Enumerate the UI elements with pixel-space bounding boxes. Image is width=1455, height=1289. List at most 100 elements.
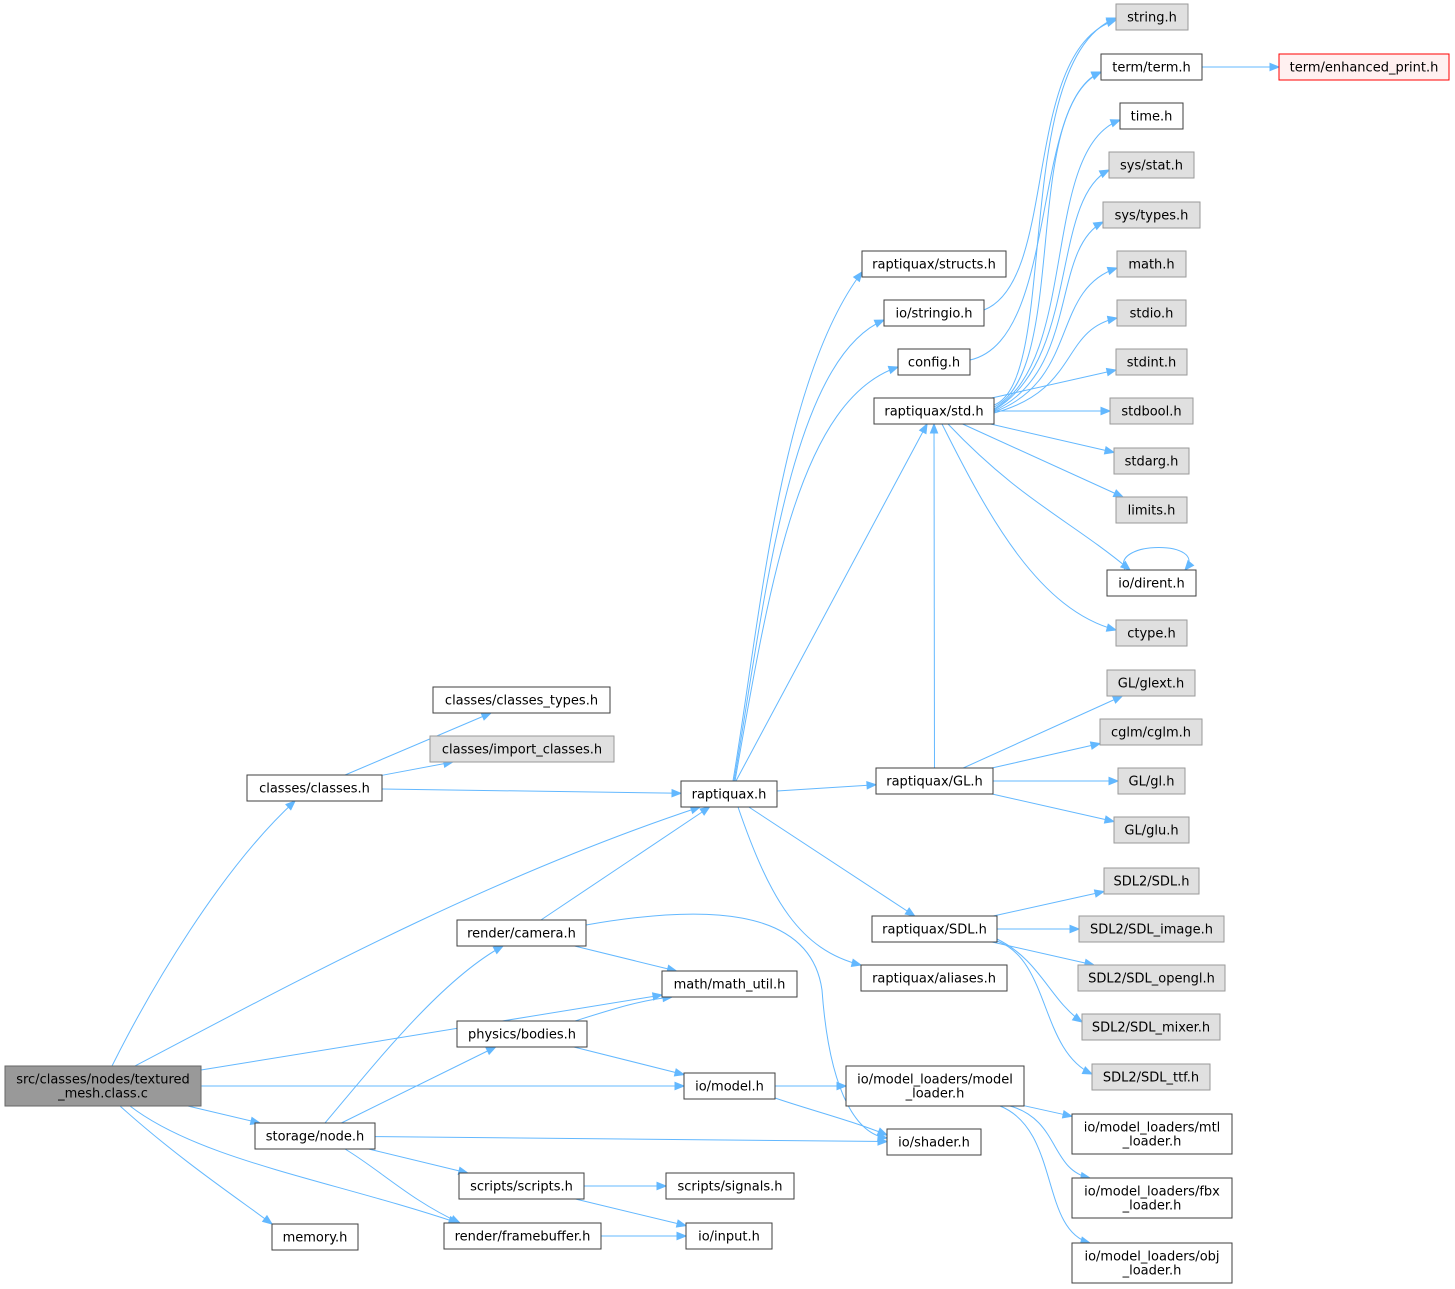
node-aliases[interactable]: raptiquax/aliases.h <box>860 964 1008 992</box>
edge-arrowhead <box>261 1214 274 1225</box>
node-label: time.h <box>1131 110 1173 125</box>
node-stdh[interactable]: raptiquax/std.h <box>873 397 995 425</box>
edge-raptiquax-to-gl_h <box>776 780 878 792</box>
edge-line <box>969 71 1102 361</box>
node-label: io/stringio.h <box>896 307 973 322</box>
node-enhanced[interactable]: term/enhanced_print.h <box>1278 53 1450 81</box>
edge-line <box>983 19 1117 311</box>
node-sdl_h[interactable]: raptiquax/SDL.h <box>871 915 998 943</box>
edge-framebuffer-to-input <box>601 1231 688 1241</box>
node-bodies[interactable]: physics/bodies.h <box>456 1020 588 1048</box>
edge-root-to-mathutil <box>200 992 664 1071</box>
node-label: SDL2/SDL.h <box>1113 875 1189 890</box>
node-framebuffer[interactable]: render/framebuffer.h <box>443 1222 602 1250</box>
node-scripts[interactable]: scripts/scripts.h <box>458 1172 585 1200</box>
edge-arrowhead <box>1112 489 1125 498</box>
node-mathutil[interactable]: math/math_util.h <box>661 970 798 998</box>
edge-line <box>585 913 888 1139</box>
node-label: scripts/scripts.h <box>470 1180 573 1195</box>
node-classes_types[interactable]: classes/classes_types.h <box>432 686 611 714</box>
node-glu: GL/glu.h <box>1113 816 1190 844</box>
node-classes_classes[interactable]: classes/classes.h <box>246 774 383 802</box>
node-label: io/input.h <box>698 1230 760 1245</box>
edge-model-to-shader <box>774 1097 889 1136</box>
node-signals[interactable]: scripts/signals.h <box>665 1172 795 1200</box>
edge-line <box>200 994 663 1071</box>
node-config[interactable]: config.h <box>897 348 971 376</box>
node-label: math/math_util.h <box>674 978 786 993</box>
node-label: raptiquax/aliases.h <box>872 972 996 987</box>
node-box <box>1115 3 1189 31</box>
edge-arrowhead <box>492 945 505 955</box>
edge-raptiquax-to-stdh <box>735 422 928 782</box>
edge-arrowhead <box>1269 62 1281 72</box>
edge-arrowhead <box>1071 1013 1084 1023</box>
node-term[interactable]: term/term.h <box>1100 53 1203 81</box>
node-box <box>1071 1113 1233 1155</box>
node-label: io/shader.h <box>898 1136 970 1151</box>
node-root[interactable]: src/classes/nodes/textured_mesh.class.c <box>4 1065 202 1107</box>
node-label: render/camera.h <box>467 927 576 942</box>
edge-arrowhead <box>676 1231 688 1241</box>
edge-config-to-term <box>969 71 1103 361</box>
edge-arrowhead <box>918 422 928 435</box>
node-box <box>432 686 611 714</box>
edge-gl_h-to-glu <box>991 793 1116 824</box>
node-sysstat: sys/stat.h <box>1108 151 1195 179</box>
node-box <box>1081 1013 1221 1041</box>
edge-line <box>776 784 877 792</box>
node-dirent[interactable]: io/dirent.h <box>1106 569 1197 597</box>
node-shader[interactable]: io/shader.h <box>886 1128 982 1156</box>
edge-stdh-to-sysstat <box>993 169 1111 411</box>
node-stringio[interactable]: io/stringio.h <box>883 299 985 327</box>
edge-arrowhead <box>1103 815 1116 824</box>
edge-arrowhead <box>1092 221 1105 231</box>
node-camera[interactable]: render/camera.h <box>456 919 587 947</box>
edge-arrowhead <box>1119 560 1132 571</box>
node-label: SDL2/SDL_ttf.h <box>1103 1071 1199 1086</box>
node-box <box>680 780 778 808</box>
node-label: src/classes/nodes/textured <box>16 1073 190 1088</box>
node-time[interactable]: time.h <box>1119 102 1184 130</box>
edge-line <box>737 806 862 966</box>
node-label: raptiquax/structs.h <box>872 258 996 273</box>
edge-raptiquax-to-config <box>734 365 900 782</box>
edge-classes_classes-to-classes_types <box>344 712 493 776</box>
node-obj[interactable]: io/model_loaders/obj_loader.h <box>1071 1242 1233 1284</box>
node-ctype: ctype.h <box>1115 619 1188 647</box>
node-label: stdarg.h <box>1125 455 1179 470</box>
edge-line <box>774 1097 888 1136</box>
edge-arrowhead <box>1061 1110 1074 1119</box>
node-label: io/model_loaders/fbx <box>1084 1185 1220 1200</box>
node-fbx[interactable]: io/model_loaders/fbx_loader.h <box>1071 1177 1233 1219</box>
node-raptiquax[interactable]: raptiquax.h <box>680 780 778 808</box>
node-label: storage/node.h <box>266 1130 365 1145</box>
edge-arrowhead <box>904 907 916 917</box>
node-box <box>1113 816 1190 844</box>
node-mtl[interactable]: io/model_loaders/mtl_loader.h <box>1071 1113 1233 1155</box>
node-box <box>1119 102 1184 130</box>
edge-line <box>540 806 710 921</box>
node-memory[interactable]: memory.h <box>271 1223 359 1251</box>
edge-line <box>341 1046 496 1124</box>
node-input[interactable]: io/input.h <box>685 1222 773 1250</box>
node-label: io/model_loaders/model <box>857 1073 1013 1088</box>
node-box <box>1077 964 1226 992</box>
node-box <box>1106 669 1196 697</box>
node-box <box>429 735 615 763</box>
node-label: string.h <box>1127 11 1177 26</box>
edge-line <box>996 938 1083 1023</box>
edge-sdl_h-to-sdlimage <box>997 924 1081 934</box>
node-node[interactable]: storage/node.h <box>254 1122 376 1150</box>
node-label: io/model.h <box>695 1080 764 1095</box>
node-label: render/framebuffer.h <box>455 1230 591 1245</box>
node-model[interactable]: io/model.h <box>683 1072 776 1100</box>
node-modelloader[interactable]: io/model_loaders/model_loader.h <box>845 1065 1025 1107</box>
node-gl_h[interactable]: raptiquax/GL.h <box>875 767 994 795</box>
edge-arrowhead <box>285 800 296 811</box>
edge-line <box>1009 1105 1091 1179</box>
node-structs[interactable]: raptiquax/structs.h <box>861 250 1007 278</box>
edge-arrowhead <box>699 806 711 816</box>
edge-line <box>734 366 899 782</box>
node-box <box>1078 915 1225 943</box>
